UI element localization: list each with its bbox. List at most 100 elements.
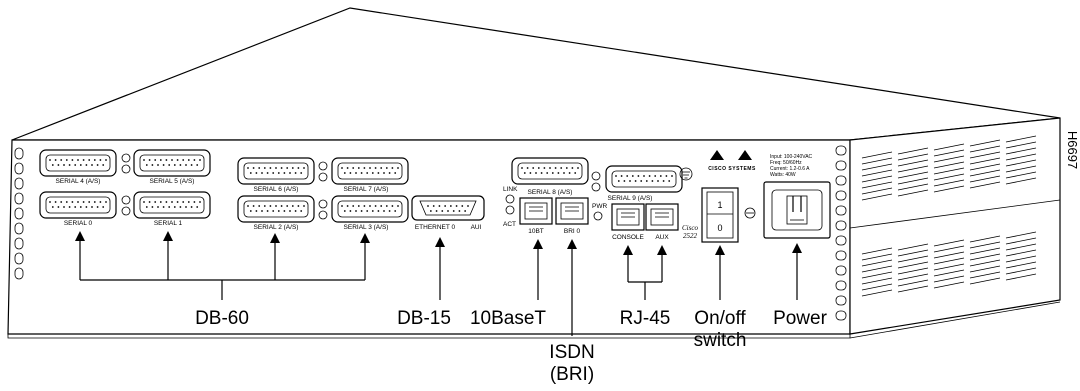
side-vent-slat (861, 253, 893, 261)
connector-pin (79, 164, 82, 166)
connector-pin (380, 205, 383, 207)
cisco-logo-text: CISCO SYSTEMS (708, 166, 756, 172)
side-vent-slat (897, 147, 929, 155)
10bt-label: 10BT (528, 228, 544, 235)
power-info-line-2: Freq: 50/60Hz (770, 160, 802, 166)
vent-slot (835, 310, 847, 321)
power-info-line-3: Current: 1.2-0.6 A (770, 166, 810, 172)
bri-0-label: BRI 0 (564, 228, 581, 235)
vent-slot (835, 265, 847, 276)
side-vent-slat (933, 263, 965, 271)
connector-pin (341, 205, 343, 207)
side-vent-slat (933, 275, 965, 283)
side-vent-slat (969, 253, 1001, 261)
connector-pin (297, 205, 300, 207)
side-vent-slat (861, 157, 893, 165)
connector-pin (49, 159, 51, 161)
connector-pin (255, 210, 258, 212)
connector-pin (79, 206, 82, 208)
side-vent-slat (933, 173, 965, 181)
connector-pin (447, 210, 449, 212)
connector-pin (640, 180, 643, 182)
serial-connectors: SERIAL 4 (A/S) SERIAL 5 (A/S) SERIAL 0 S… (39, 149, 409, 231)
act-led (505, 205, 515, 215)
connector-pin (173, 206, 176, 208)
connector-pin (154, 159, 157, 161)
connector-pin (394, 210, 397, 212)
connector-pin (266, 172, 269, 174)
connector-pin (360, 172, 363, 174)
serial-2-connector: SERIAL 2 (A/S) (237, 195, 315, 231)
side-vent-slat (1005, 159, 1037, 167)
connector-pin (540, 172, 543, 174)
side-vent-slat (969, 163, 1001, 171)
side-vent-slat (933, 257, 965, 265)
serial-8-connector: SERIAL 8 (A/S) (511, 157, 589, 196)
side-vent-slat (1005, 273, 1037, 281)
connector-pin (173, 164, 176, 166)
side-vent-slat (897, 243, 929, 251)
side-vent-slat (969, 145, 1001, 153)
connector-pin (190, 206, 193, 208)
callout-db15: DB-15 (397, 308, 451, 329)
connector-pin (54, 201, 57, 203)
connector-pin (65, 201, 68, 203)
connector-pin (671, 175, 673, 177)
connector-pin (157, 164, 159, 166)
connector-pin (193, 201, 196, 203)
connector-pin (643, 175, 645, 177)
vent-slot (835, 190, 847, 201)
connector-pin (261, 210, 263, 212)
callout-arrows (75, 231, 802, 336)
connector-pin (82, 201, 85, 203)
connector-pin (176, 159, 179, 161)
side-vent-slat (861, 289, 893, 297)
connector-pin (397, 205, 399, 207)
connector-pin (143, 201, 145, 203)
side-vent-slat (933, 155, 965, 163)
connector-pin (247, 167, 249, 169)
model-line-1: Cisco (682, 224, 698, 232)
side-vent-slat (1005, 177, 1037, 185)
connector-pin (266, 210, 269, 212)
connector-pin (249, 172, 252, 174)
connector-pin (615, 175, 617, 177)
serial-4-label: SERIAL 4 (A/S) (56, 178, 101, 185)
connector-pin (190, 164, 193, 166)
callout-isdn-line-1: ISDN (549, 342, 594, 363)
side-vent-slat (969, 265, 1001, 273)
connector-pin (105, 159, 107, 161)
connector-pin (272, 172, 275, 174)
serial-6-connector: SERIAL 6 (A/S) (237, 157, 315, 193)
console-label: CONSOLE (612, 234, 644, 241)
connector-pin (397, 167, 399, 169)
connector-pin (563, 172, 565, 174)
serial-3-label: SERIAL 3 (A/S) (344, 224, 389, 231)
connector-pin (151, 206, 154, 208)
connector-pin (196, 164, 199, 166)
connector-pin (258, 167, 261, 169)
connector-pin (645, 180, 648, 182)
connector-pin (102, 164, 105, 166)
vent-slot (835, 205, 847, 216)
side-vent-slat (897, 159, 929, 167)
connector-pin (263, 205, 266, 207)
connector-pin (187, 201, 190, 203)
connector-pin (294, 172, 297, 174)
vent-slot (835, 175, 847, 186)
connector-pin (185, 164, 187, 166)
pwr-led (593, 211, 603, 221)
ethernet-aui-connector: ETHERNET 0 AUI (411, 195, 485, 231)
connector-pin (171, 159, 173, 161)
connector-pin (277, 210, 280, 212)
connector-pin (549, 167, 551, 169)
connector-pin (85, 206, 88, 208)
connector-pin (377, 172, 380, 174)
connector-pin (654, 175, 657, 177)
connector-pin (283, 172, 286, 174)
connector-pin (102, 206, 105, 208)
side-vent-slat (933, 143, 965, 151)
connector-pin (93, 201, 96, 203)
link-led (505, 194, 515, 204)
connector-pin (176, 201, 179, 203)
